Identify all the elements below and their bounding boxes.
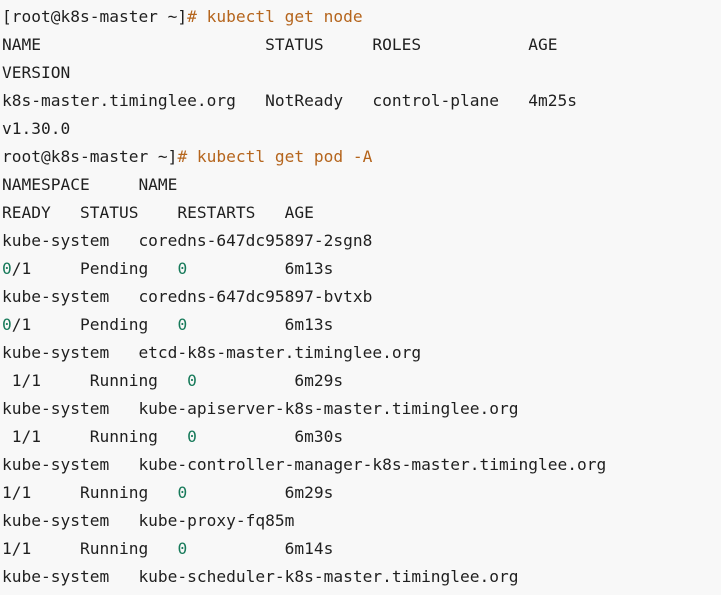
table-header-text: VERSION [2,63,71,82]
prompt-text: [root@k8s-master ~] [2,7,188,26]
table-header-text: READY STATUS RESTARTS AGE [2,203,314,222]
command-text: # kubectl get pod -A [177,147,373,166]
terminal-bottom-border [0,595,721,605]
terminal-line: 1/1 Running 0 6m29s [2,479,333,507]
table-header-text: NAME STATUS ROLES AGE [2,35,558,54]
terminal-line: 1/1 Running 0 6m29s [2,367,343,395]
terminal-line: VERSION [2,59,70,87]
terminal-line: kube-system coredns-647dc95897-2sgn8 [2,227,372,255]
terminal-line: kube-system kube-proxy-fq85m [2,507,294,535]
terminal-line: 0/1 Pending 0 6m13s [2,311,333,339]
terminal-line: kube-system kube-apiserver-k8s-master.ti… [2,395,519,423]
ready-count: 0 [2,259,12,278]
terminal-line: k8s-master.timinglee.org NotReady contro… [2,87,577,115]
pod-age-text: 6m13s [187,315,334,334]
terminal-line: READY STATUS RESTARTS AGE [2,199,314,227]
restart-count: 0 [177,483,188,502]
pod-row-text: kube-system kube-scheduler-k8s-master.ti… [2,567,519,586]
terminal-line: 0/1 Pending 0 6m13s [2,255,333,283]
restart-count: 0 [177,315,188,334]
ready-count: 0 [2,315,12,334]
terminal-line: NAME STATUS ROLES AGE [2,31,558,59]
pod-age-text: 6m14s [187,539,334,558]
terminal-line: root@k8s-master ~]# kubectl get pod -A [2,143,372,171]
prompt-text: root@k8s-master ~] [2,147,178,166]
terminal-line: kube-system coredns-647dc95897-bvtxb [2,283,372,311]
terminal-line: NAMESPACE NAME [2,171,177,199]
pod-age-text: 6m29s [196,371,344,390]
terminal-line: kube-system etcd-k8s-master.timinglee.or… [2,339,421,367]
pod-age-text: 6m30s [196,427,344,446]
pod-status-text: /1 Pending [11,315,178,334]
table-header-text: NAMESPACE NAME [2,175,178,194]
restart-count: 0 [177,259,188,278]
pod-status-text: 1/1 Running [2,371,188,390]
restart-count: 0 [187,371,197,390]
pod-row-text: kube-system kube-controller-manager-k8s-… [2,455,607,474]
terminal-line: v1.30.0 [2,115,70,143]
restart-count: 0 [177,539,188,558]
pod-status-text: 1/1 Running [2,539,178,558]
pod-row-text: kube-system etcd-k8s-master.timinglee.or… [2,343,422,362]
pod-row-text: kube-system kube-proxy-fq85m [2,511,295,530]
pod-status-text: /1 Pending [11,259,178,278]
node-version-text: v1.30.0 [2,119,71,138]
pod-status-text: 1/1 Running [2,483,178,502]
pod-row-text: kube-system kube-apiserver-k8s-master.ti… [2,399,519,418]
pod-row-text: kube-system coredns-647dc95897-2sgn8 [2,231,373,250]
terminal-line: 1/1 Running 0 6m14s [2,535,333,563]
terminal-line: kube-system kube-controller-manager-k8s-… [2,451,606,479]
pod-row-text: kube-system coredns-647dc95897-bvtxb [2,287,373,306]
pod-age-text: 6m13s [187,259,334,278]
pod-status-text: 1/1 Running [2,427,188,446]
terminal-line: 1/1 Running 0 6m30s [2,423,343,451]
node-row-text: k8s-master.timinglee.org NotReady contro… [2,91,577,110]
command-text: # kubectl get node [187,7,363,26]
terminal-line: [root@k8s-master ~]# kubectl get node [2,3,363,31]
restart-count: 0 [187,427,197,446]
terminal-line: kube-system kube-scheduler-k8s-master.ti… [2,563,519,591]
pod-age-text: 6m29s [187,483,334,502]
